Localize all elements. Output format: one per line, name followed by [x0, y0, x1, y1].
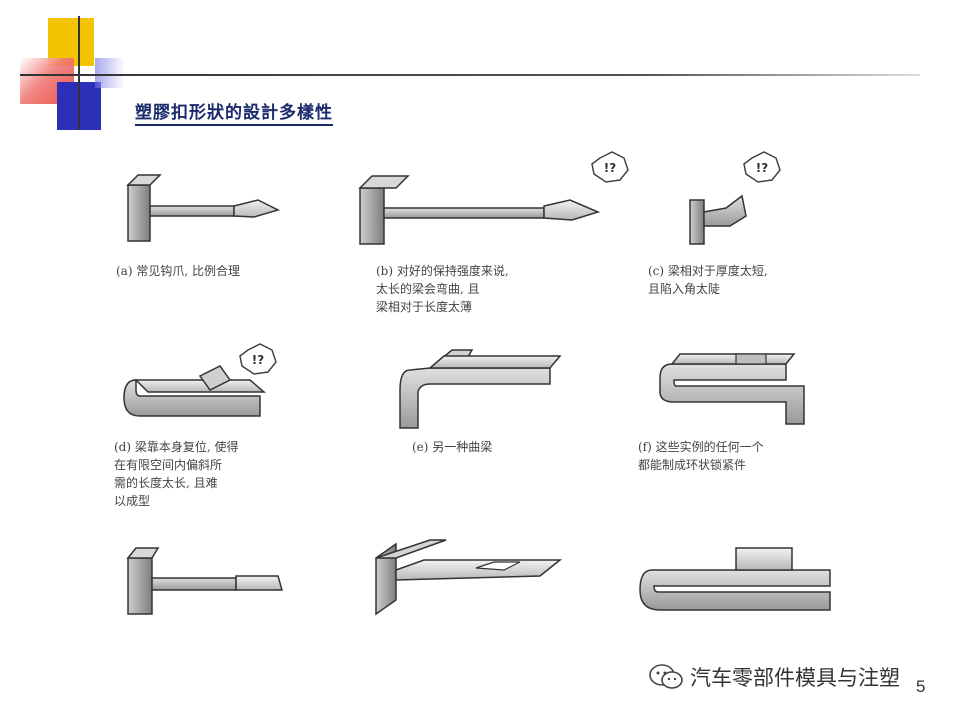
hook-g-sketch [126, 547, 283, 615]
page-title: 塑膠扣形狀的設計多樣性 [135, 98, 333, 126]
caption-f: (f) 这些实例的任何一个 都能制成环状锁紧件 [638, 440, 764, 472]
hook-i-sketch [639, 547, 831, 611]
hook-e-sketch [399, 349, 562, 429]
caption-e: (e) 另一种曲梁 [412, 440, 493, 454]
deco-blue-fade [95, 58, 125, 88]
caption-c: (c) 梁相对于厚度太短, 且陷入角太陡 [648, 264, 768, 296]
chat-bubble-icon [649, 664, 683, 689]
warning-badge-b: !? [604, 161, 616, 175]
caption-b: (b) 对好的保持强度来说, 太长的梁会弯曲, 且 梁相对于长度太薄 [376, 264, 509, 314]
caption-a: (a) 常见钩爪, 比例合理 [116, 264, 240, 278]
hook-h-sketch [375, 539, 563, 616]
hook-a-sketch [126, 174, 281, 242]
snap-fit-illustrations: !? !? !? [123, 151, 831, 616]
hook-b-sketch: !? [358, 151, 629, 245]
snap-fit-figure: !? !? !? [100, 140, 840, 630]
hook-f-sketch [659, 353, 805, 425]
caption-d: (d) 梁靠本身复位, 使得 在有限空间内偏斜所 需的长度太长, 且难 以成型 [114, 440, 239, 508]
warning-badge-d: !? [252, 353, 264, 367]
hook-d-sketch: !? [123, 343, 277, 417]
footer-brand-text: 汽车零部件模具与注塑 [690, 666, 900, 690]
warning-badge-c: !? [756, 161, 768, 175]
title-rule [20, 74, 920, 76]
hook-c-sketch: !? [689, 151, 781, 245]
footer-watermark: 汽车零部件模具与注塑 [648, 662, 900, 692]
page-number: 5 [916, 677, 926, 696]
deco-vertical-line [78, 16, 80, 130]
